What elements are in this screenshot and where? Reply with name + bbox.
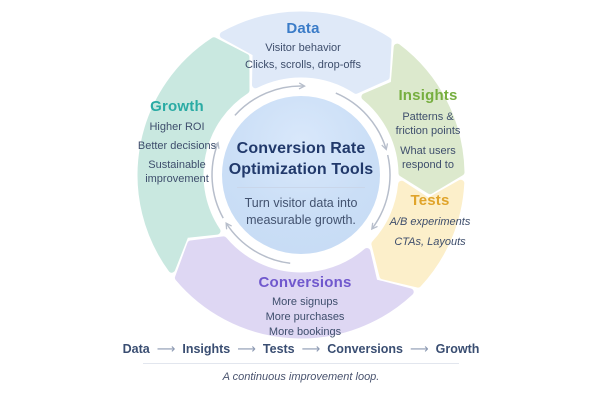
- wheel-segment-tests: [371, 179, 465, 288]
- wheel-segment-data: [219, 11, 392, 94]
- center-title-line2: Optimization Tools: [228, 161, 374, 178]
- segment-item-text: More bookings: [268, 326, 342, 338]
- segment-item-text: More purchases: [265, 311, 345, 323]
- flow-arrow-icon: ⟶: [237, 341, 256, 356]
- segment-item-text: Better decisions: [137, 140, 217, 152]
- segment-item-text: What users respond to: [400, 145, 456, 171]
- flow-arrow-icon: ⟶: [156, 341, 176, 356]
- flow-step-conversions: Conversions: [327, 342, 403, 356]
- center-title: Conversion Rate Optimization Tools: [201, 138, 401, 180]
- segment-item-text: More signups: [271, 296, 339, 308]
- center-circle: [222, 96, 380, 254]
- ring-arrow: [335, 92, 386, 149]
- wheel-segments: [137, 11, 465, 339]
- ring-arrows: [211, 86, 391, 265]
- flow-step-growth: Growth: [435, 342, 480, 356]
- wheel-segment-insights: [361, 43, 465, 195]
- center-label-group: Conversion Rate Optimization Tools Turn …: [201, 138, 401, 229]
- footer-divider: [143, 363, 459, 364]
- segment-conversions-title: Conversions: [258, 274, 352, 291]
- segment-item-text: A/B experiments: [389, 216, 471, 228]
- segment-item-text: CTAs, Layouts: [394, 236, 466, 248]
- flow-step-insights: Insights: [182, 342, 231, 356]
- ring-arrow: [226, 224, 291, 265]
- center-subtitle-line2: measurable growth.: [246, 213, 356, 227]
- flow-sequence: Data ⟶ Insights ⟶ Tests ⟶ Conversions ⟶ Growth: [0, 342, 602, 356]
- wheel-segment-growth: [137, 37, 250, 273]
- center-subtitle-line1: Turn visitor data into: [244, 196, 358, 210]
- flow-arrow-icon: ⟶: [301, 341, 321, 356]
- segment-growth-title: Growth: [150, 98, 204, 115]
- segment-item-text: Patterns & friction points: [395, 111, 461, 137]
- footer-caption: A continuous improvement loop.: [222, 371, 380, 383]
- segment-insights-title: Insights: [398, 87, 458, 104]
- center-subtitle: Turn visitor data into measurable growth…: [201, 195, 401, 229]
- footer: Data ⟶ Insights ⟶ Tests ⟶ Conversions ⟶ Growth A…: [0, 342, 602, 383]
- ring-arrow: [211, 143, 224, 219]
- segment-data-title: Data: [286, 20, 320, 37]
- ring-arrow: [234, 86, 304, 116]
- wheel-segment-conversions: [174, 236, 414, 339]
- center-divider: [237, 187, 365, 188]
- segment-item-text: Clicks, scrolls, drop-offs: [245, 59, 361, 71]
- segment-item-text: Visitor behavior: [265, 42, 341, 54]
- segment-tests-title: Tests: [410, 192, 450, 209]
- flow-step-data: Data: [122, 342, 150, 356]
- ring-arrow: [372, 154, 391, 229]
- segment-item-text: Sustainable improvement: [145, 159, 209, 185]
- flow-step-tests: Tests: [262, 342, 295, 356]
- center-title-line1: Conversion Rate: [236, 140, 366, 157]
- segment-item-text: Higher ROI: [149, 121, 205, 133]
- flow-arrow-icon: ⟶: [410, 341, 429, 356]
